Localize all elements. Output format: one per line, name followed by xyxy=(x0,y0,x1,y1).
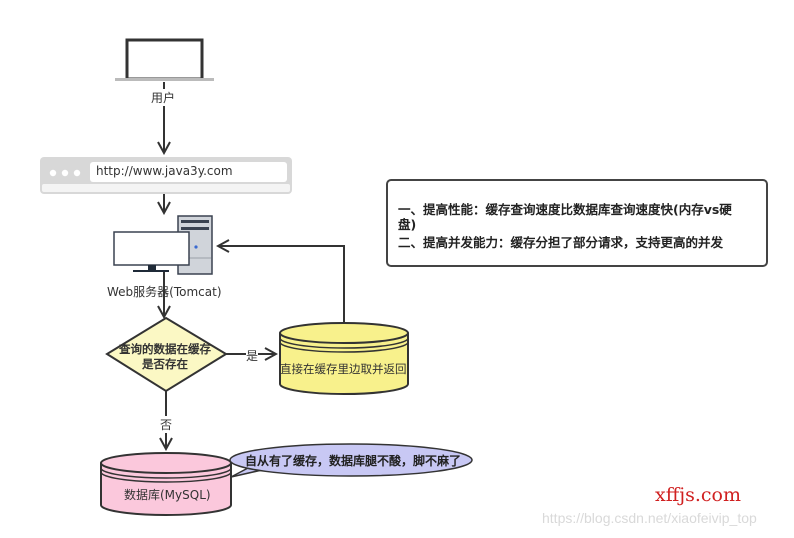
note-line-2: 盘) xyxy=(398,217,417,232)
no-label: 否 xyxy=(160,416,173,433)
note-line-1: 一、提高性能：缓存查询速度比数据库查询速度快(内存vs硬 xyxy=(398,202,732,217)
laptop-icon xyxy=(115,38,214,81)
decision-label-line2: 是否存在 xyxy=(142,357,188,371)
benefits-note: 一、提高性能：缓存查询速度比数据库查询速度快(内存vs硬 盘) 二、提高并发能力… xyxy=(386,179,768,267)
browser-dot-2 xyxy=(61,169,69,177)
server-icon xyxy=(113,215,213,275)
cache-cylinder xyxy=(279,322,409,395)
web-server-label: Web服务器(Tomcat) xyxy=(107,285,222,299)
yes-label: 是 xyxy=(246,347,259,364)
speech-bubble xyxy=(229,443,473,478)
database-cylinder xyxy=(100,452,232,516)
url-field xyxy=(90,162,287,182)
decision-label-line1: 查询的数据在缓存 xyxy=(119,342,211,356)
site-watermark: xffjs.com xyxy=(655,484,741,506)
browser-dot-1 xyxy=(49,169,57,177)
browser-bar xyxy=(40,157,292,194)
browser-dot-3 xyxy=(73,169,81,177)
user-label: 用户 xyxy=(151,89,176,106)
arrow-cache-to-server xyxy=(218,246,345,323)
note-line-3: 二、提高并发能力：缓存分担了部分请求，支持更高的并发 xyxy=(398,235,724,250)
url-text: http://www.java3y.com xyxy=(96,164,233,178)
speech-bubble-text: 自从有了缓存，数据库腿不酸，脚不麻了 xyxy=(245,454,462,468)
database-label: 数据库(MySQL) xyxy=(124,488,211,502)
blog-watermark: https://blog.csdn.net/xiaofeivip_top xyxy=(542,510,757,526)
cache-label: 直接在缓存里边取并返回 xyxy=(280,362,407,376)
